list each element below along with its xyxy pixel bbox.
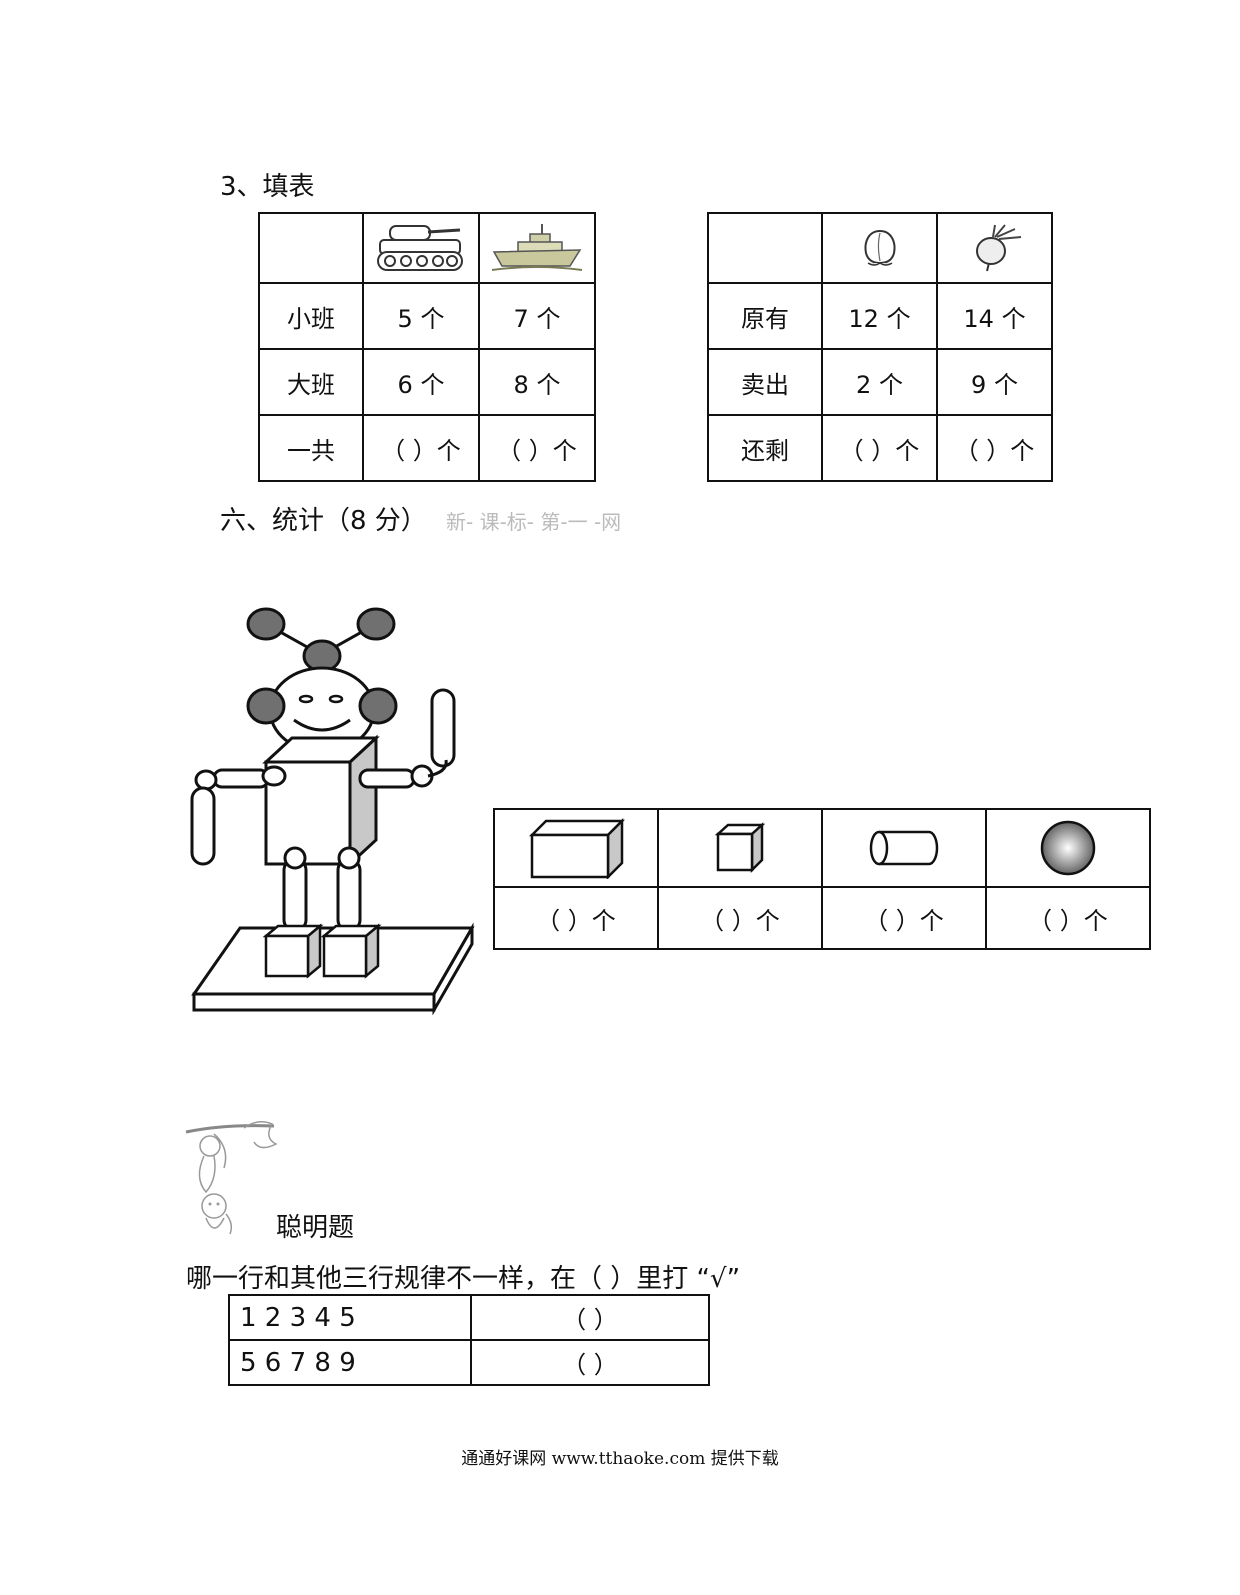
robot-illustration bbox=[190, 607, 475, 1015]
puzzle-sequence: 5 6 7 8 9 bbox=[228, 1339, 472, 1386]
puzzle-answer-cell[interactable]: （ ） bbox=[470, 1339, 710, 1386]
produce-cell: 12 个 bbox=[821, 282, 938, 350]
watermark-text: 新- 课-标- 第-一 -网 bbox=[446, 510, 622, 534]
section3-title: 3、填表 bbox=[220, 172, 315, 202]
produce-row-label: 原有 bbox=[707, 282, 823, 350]
toys-answer-cell[interactable]: （ ）个 bbox=[362, 414, 480, 482]
sphere-icon bbox=[1040, 820, 1096, 876]
page-footer: 通通好课网 www.tthaoke.com 提供下载 bbox=[461, 1449, 779, 1469]
shape-header-cuboid bbox=[493, 808, 659, 888]
tank-icon bbox=[377, 225, 463, 271]
produce-cell: 2 个 bbox=[821, 348, 938, 416]
radish-icon bbox=[975, 224, 1021, 272]
toys-header-ship bbox=[478, 212, 596, 284]
puzzle-table: 1 2 3 4 5 （ ） 5 6 7 8 9 （ ） bbox=[228, 1294, 710, 1386]
produce-header-radish bbox=[936, 212, 1053, 284]
toys-cell: 5 个 bbox=[362, 282, 480, 350]
cuboid-icon bbox=[528, 817, 626, 879]
puzzle-sequence: 1 2 3 4 5 bbox=[228, 1294, 472, 1341]
shape-answer-cell[interactable]: （ ）个 bbox=[821, 886, 987, 950]
puzzle-title: 聪明题 bbox=[276, 1213, 355, 1243]
monkey-icon bbox=[185, 1121, 278, 1235]
toys-row-label: 一共 bbox=[258, 414, 364, 482]
puzzle-answer-cell[interactable]: （ ） bbox=[470, 1294, 710, 1341]
shape-answer-cell[interactable]: （ ）个 bbox=[985, 886, 1151, 950]
produce-answer-cell[interactable]: （ ）个 bbox=[936, 414, 1053, 482]
cube-icon bbox=[714, 822, 766, 874]
shape-header-sphere bbox=[985, 808, 1151, 888]
produce-cell: 9 个 bbox=[936, 348, 1053, 416]
peach-icon bbox=[864, 229, 895, 266]
produce-row-label: 卖出 bbox=[707, 348, 823, 416]
produce-table: 原有 12 个 14 个 卖出 2 个 9 个 还剩 （ ）个 （ ）个 bbox=[707, 212, 1053, 482]
shape-count-table: （ ）个 （ ）个 （ ）个 （ ）个 bbox=[493, 808, 1151, 950]
toys-cell: 7 个 bbox=[478, 282, 596, 350]
produce-row-label: 还剩 bbox=[707, 414, 823, 482]
toys-row-label: 小班 bbox=[258, 282, 364, 350]
section6-title: 六、统计（8 分） bbox=[220, 506, 427, 536]
toys-cell: 8 个 bbox=[478, 348, 596, 416]
cylinder-icon bbox=[869, 830, 939, 866]
toys-cell: 6 个 bbox=[362, 348, 480, 416]
produce-cell: 14 个 bbox=[936, 282, 1053, 350]
ship-icon bbox=[491, 224, 583, 271]
shape-header-cylinder bbox=[821, 808, 987, 888]
produce-header-peach bbox=[821, 212, 938, 284]
shape-header-cube bbox=[657, 808, 823, 888]
produce-header-blank bbox=[707, 212, 823, 284]
toys-answer-cell[interactable]: （ ）个 bbox=[478, 414, 596, 482]
toys-table: 小班 5 个 7 个 大班 6 个 8 个 一共 （ ）个 （ ）个 bbox=[258, 212, 596, 482]
toys-header-tank bbox=[362, 212, 480, 284]
toys-row-label: 大班 bbox=[258, 348, 364, 416]
toys-header-blank bbox=[258, 212, 364, 284]
shape-answer-cell[interactable]: （ ）个 bbox=[493, 886, 659, 950]
puzzle-question: 哪一行和其他三行规律不一样，在（ ）里打 “√” bbox=[186, 1264, 741, 1294]
shape-answer-cell[interactable]: （ ）个 bbox=[657, 886, 823, 950]
produce-answer-cell[interactable]: （ ）个 bbox=[821, 414, 938, 482]
